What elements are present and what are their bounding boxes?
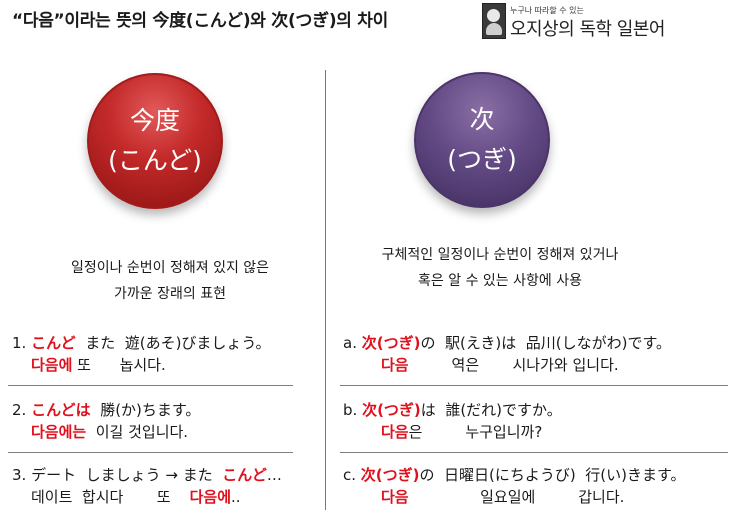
example-highlight: 次(つぎ): [360, 466, 420, 484]
tsugi-circle-kanji: 次: [469, 105, 495, 134]
example-kr-line: 다음에 또 놉시다.: [12, 354, 271, 376]
example-text: 勝(か)ちます。: [90, 401, 201, 419]
example-text: は 誰(だれ)ですか。: [420, 401, 562, 419]
example-highlight: 다음에: [189, 488, 231, 506]
left-separator-2: [8, 452, 293, 453]
kondo-circle-reading: (こんど): [108, 146, 202, 175]
tsugi-circle-reading: (つぎ): [447, 145, 517, 174]
example-text: の 日曜日(にちようび) 行(い)きます。: [419, 466, 686, 484]
example-text: ..: [231, 488, 241, 506]
example-highlight: 다음: [381, 423, 409, 441]
example-highlight: こんどは: [31, 401, 91, 419]
right-separator-2: [340, 452, 728, 453]
example-highlight: こんど: [31, 334, 76, 352]
example-jp-line: 2. こんどは 勝(か)ちます。: [12, 399, 200, 421]
example-text: 은 누구입니까?: [408, 423, 543, 441]
example-text: の 駅(えき)は 品川(しながわ)です。: [420, 334, 672, 352]
example-jp-line: b. 次(つぎ)は 誰(だれ)ですか。: [343, 399, 562, 421]
example-highlight: 다음: [381, 356, 409, 374]
tsugi-circle: 次 (つぎ): [414, 72, 550, 208]
kondo-description: 일정이나 순번이 정해져 있지 않은 가까운 장래의 표현: [20, 255, 320, 307]
example-number: 2.: [12, 401, 27, 419]
example-text: 이길 것입니다.: [86, 423, 189, 441]
example-jp-line: 1. こんど また 遊(あそ)びましょう。: [12, 332, 271, 354]
page-title: “다음”이라는 뜻의 今度(こんど)와 次(つぎ)의 차이: [12, 11, 388, 31]
example-text: デート しましょう → また: [31, 466, 223, 484]
example-kr-line: 다음 일요일에 갑니다.: [343, 486, 686, 508]
example-number: a.: [343, 334, 357, 352]
logo-tagline: 누구나 따라할 수 있는: [510, 6, 584, 15]
example-kr-line: 다음 역은 시나가와 입니다.: [343, 354, 671, 376]
example-highlight: 다음에는: [31, 423, 87, 441]
example-number: b.: [343, 401, 358, 419]
example-text: 또 놉시다.: [72, 356, 166, 374]
kondo-example-2: 2. こんどは 勝(か)ちます。 다음에는 이길 것입니다.: [12, 399, 200, 443]
example-text: 일요일에 갑니다.: [408, 488, 625, 506]
example-text: また 遊(あそ)びましょう。: [75, 334, 271, 352]
tsugi-example-c: c. 次(つぎ)の 日曜日(にちようび) 行(い)きます。 다음 일요일에 갑니…: [343, 464, 686, 508]
example-highlight: 次(つぎ): [361, 334, 421, 352]
tsugi-description: 구체적인 일정이나 순번이 정해져 있거나 혹은 알 수 있는 사항에 사용: [335, 242, 665, 294]
tsugi-description-line2: 혹은 알 수 있는 사항에 사용: [418, 273, 582, 289]
example-jp-line: 3. デート しましょう → また こんど…: [12, 464, 282, 486]
tsugi-example-a: a. 次(つぎ)の 駅(えき)は 品川(しながわ)です。 다음 역은 시나가와 …: [343, 332, 671, 376]
example-highlight: 다음: [381, 488, 409, 506]
logo-portrait-icon: [482, 3, 506, 39]
center-divider: [325, 70, 326, 510]
example-kr-line: 다음은 누구입니까?: [343, 421, 562, 443]
kondo-description-line2: 가까운 장래의 표현: [114, 286, 226, 302]
logo-name: 오지상의 독학 일본어: [510, 19, 665, 40]
example-number: 3.: [12, 466, 27, 484]
tsugi-example-b: b. 次(つぎ)は 誰(だれ)ですか。 다음은 누구입니까?: [343, 399, 562, 443]
example-jp-line: c. 次(つぎ)の 日曜日(にちようび) 行(い)きます。: [343, 464, 686, 486]
example-highlight: 次(つぎ): [362, 401, 421, 419]
example-number: 1.: [12, 334, 27, 352]
example-jp-line: a. 次(つぎ)の 駅(えき)は 品川(しながわ)です。: [343, 332, 671, 354]
kondo-description-line1: 일정이나 순번이 정해져 있지 않은: [70, 260, 270, 276]
example-kr-line: 데이트 합시다 또 다음에..: [12, 486, 282, 508]
example-number: c.: [343, 466, 357, 484]
example-text: 역은 시나가와 입니다.: [408, 356, 619, 374]
example-kr-line: 다음에는 이길 것입니다.: [12, 421, 200, 443]
kondo-circle: 今度 (こんど): [87, 73, 223, 209]
example-text: 데이트 합시다 또: [31, 488, 190, 506]
kondo-circle-kanji: 今度: [129, 106, 180, 135]
right-separator-1: [340, 385, 728, 386]
example-text: …: [266, 466, 282, 484]
left-separator-1: [8, 385, 293, 386]
example-highlight: 다음에: [31, 356, 73, 374]
example-highlight: こんど: [222, 466, 267, 484]
tsugi-description-line1: 구체적인 일정이나 순번이 정해져 있거나: [381, 247, 619, 263]
kondo-example-3: 3. デート しましょう → また こんど… 데이트 합시다 또 다음에..: [12, 464, 282, 508]
kondo-example-1: 1. こんど また 遊(あそ)びましょう。 다음에 또 놉시다.: [12, 332, 271, 376]
